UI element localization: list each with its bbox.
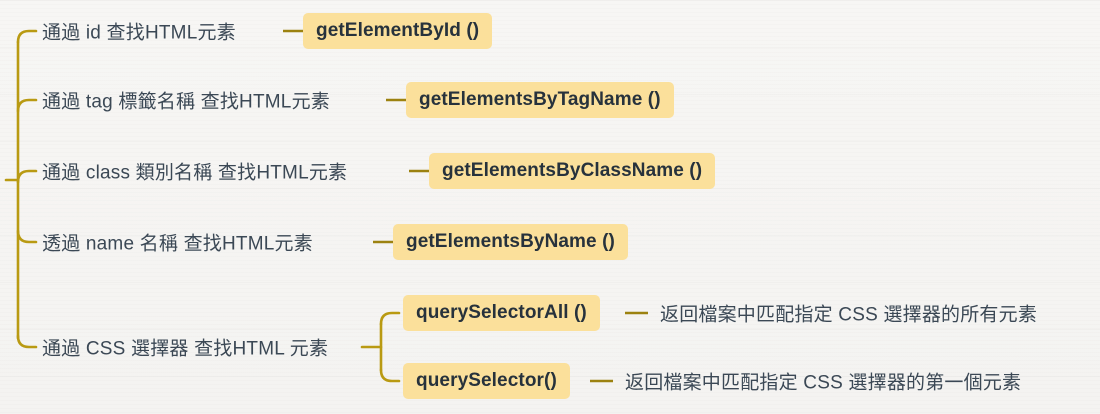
row-label-css-selector: 通過 CSS 選擇器 查找HTML 元素 [42,338,329,360]
row-label-class: 通過 class 類別名稱 查找HTML元素 [42,162,348,184]
method-badge-getelementsbytagname[interactable]: getElementsByTagName () [406,82,674,118]
main-bracket-stub-3 [16,169,38,184]
description-queryselector: 返回檔案中匹配指定 CSS 選擇器的第一個元素 [625,372,1022,394]
method-badge-queryselectorall[interactable]: querySelectorAll () [403,295,600,331]
method-badge-queryselector[interactable]: querySelector() [403,363,570,399]
main-bracket-stub-1 [16,29,38,44]
method-badge-getelementbyid[interactable]: getElementById () [303,13,493,49]
main-bracket-stub-4 [16,229,38,244]
description-queryselectorall: 返回檔案中匹配指定 CSS 選擇器的所有元素 [660,304,1038,326]
row-label-id: 通過 id 查找HTML元素 [42,22,236,44]
row-label-name: 透過 name 名稱 查找HTML元素 [42,233,313,255]
row-label-tag: 通過 tag 標籤名稱 查找HTML元素 [42,91,330,113]
css-bracket-stub-top [379,311,401,326]
css-bracket-stub-bottom [379,368,401,383]
method-badge-getelementsbyclassname[interactable]: getElementsByClassName () [429,153,716,189]
main-bracket-stub-2 [16,98,38,113]
main-bracket-stub-5 [16,334,38,349]
method-badge-getelementsbyname[interactable]: getElementsByName () [393,224,628,260]
